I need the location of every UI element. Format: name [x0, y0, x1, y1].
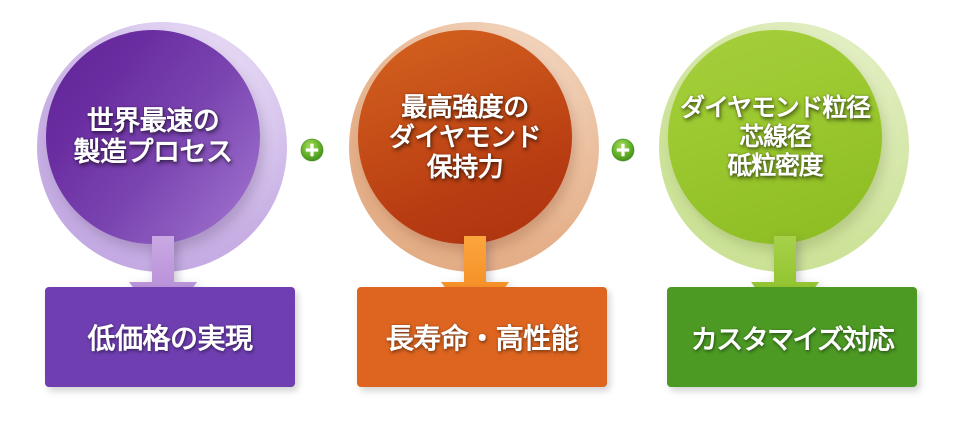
cause-circle-label: 最高強度の ダイヤモンド 保持力: [388, 91, 542, 183]
effect-box-label: 長寿命・高性能: [385, 323, 579, 354]
effect-box-label: 低価格の実現: [87, 323, 253, 354]
cause-circle-strength[interactable]: 最高強度の ダイヤモンド 保持力: [358, 30, 572, 244]
cause-circle-label: ダイヤモンド粒径 芯線径 砥粒密度: [680, 93, 871, 180]
cause-circle-customize[interactable]: ダイヤモンド粒径 芯線径 砥粒密度: [668, 30, 882, 244]
effect-box-customize[interactable]: カスタマイズ対応: [667, 287, 917, 387]
cause-circle-label: 世界最速の 製造プロセス: [73, 105, 234, 167]
effect-box-speed[interactable]: 低価格の実現: [45, 287, 295, 387]
diagram-column-customize: ダイヤモンド粒径 芯線径 砥粒密度 カスタマイズ対応: [630, 0, 920, 424]
diagram-column-speed: 世界最速の 製造プロセス 低価格の実現: [8, 0, 298, 424]
effect-box-strength[interactable]: 長寿命・高性能: [357, 287, 607, 387]
cause-circle-speed[interactable]: 世界最速の 製造プロセス: [46, 30, 260, 244]
plus-icon-2: [611, 138, 635, 162]
effect-box-label: カスタマイズ対応: [690, 324, 895, 355]
diagram-column-strength: 最高強度の ダイヤモンド 保持力 長寿命・高性能: [320, 0, 610, 424]
plus-icon-1: [300, 138, 324, 162]
